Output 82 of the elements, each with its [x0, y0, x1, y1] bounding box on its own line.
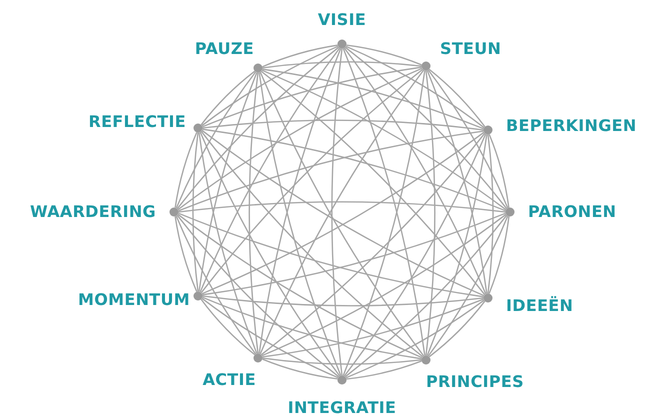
- connector-line: [248, 72, 259, 354]
- connector-line: [344, 134, 486, 376]
- node-label: PAUZE: [194, 41, 254, 57]
- node-dot: [254, 354, 262, 362]
- connector-line: [487, 134, 494, 294]
- node-label: INTEGRATIE: [288, 400, 396, 416]
- node-label: WAARDERING: [30, 204, 156, 220]
- connector-line: [200, 70, 256, 126]
- connector-line: [176, 216, 256, 354]
- connector-line: [425, 70, 436, 356]
- node-label: MOMENTUM: [78, 292, 190, 308]
- node-dot: [254, 64, 262, 72]
- connector-line: [428, 300, 486, 358]
- connector-line: [344, 48, 486, 294]
- connector-line: [428, 68, 486, 128]
- connector-line: [178, 201, 506, 213]
- connector-line: [346, 46, 484, 128]
- node-label: STEUN: [440, 41, 502, 57]
- connector-line: [200, 298, 256, 356]
- connector-line: [428, 70, 508, 208]
- connector-line: [202, 298, 338, 378]
- connector-line: [202, 120, 484, 131]
- connector-line: [488, 134, 510, 208]
- connector-line: [260, 132, 486, 356]
- node-dot: [194, 124, 202, 132]
- connector-line: [178, 68, 422, 210]
- connector-line: [344, 214, 508, 378]
- node-dot: [338, 376, 346, 384]
- connector-line: [262, 358, 338, 380]
- connector-line: [344, 46, 508, 210]
- node-dot: [422, 62, 430, 70]
- node-label: VISIE: [318, 12, 366, 28]
- connector-line: [202, 128, 506, 212]
- connector-line: [202, 212, 506, 296]
- connector-line: [262, 44, 338, 68]
- node-dot: [484, 126, 492, 134]
- connector-line: [202, 66, 422, 128]
- connector-line: [262, 214, 506, 356]
- connector-line: [262, 70, 506, 210]
- node-dot: [506, 208, 514, 216]
- connector-line: [202, 295, 484, 306]
- connector-line: [200, 48, 340, 292]
- connector-line: [176, 46, 340, 210]
- connector-line: [346, 360, 422, 380]
- connector-line: [178, 130, 484, 212]
- connector-line: [192, 132, 199, 292]
- node-dot: [194, 292, 202, 300]
- connector-line: [346, 44, 422, 66]
- connector-line: [174, 216, 198, 292]
- node-label: PRINCIPES: [426, 374, 524, 390]
- connector-line: [346, 300, 484, 378]
- connector-line: [200, 68, 424, 294]
- connector-line: [200, 130, 424, 358]
- connector-line: [176, 214, 340, 378]
- node-label: IDEEËN: [506, 298, 574, 314]
- connector-line: [262, 61, 422, 69]
- connector-line: [331, 48, 343, 376]
- connector-line: [176, 72, 256, 208]
- connector-line: [200, 132, 340, 376]
- connector-line: [488, 216, 510, 294]
- connector-line: [198, 72, 258, 292]
- node-label: BEPERKINGEN: [506, 118, 637, 134]
- connector-line: [260, 70, 486, 296]
- connector-line: [198, 132, 258, 354]
- connector-line: [426, 70, 488, 294]
- node-dot: [484, 294, 492, 302]
- node-dot: [170, 208, 178, 216]
- node-dot: [338, 40, 346, 48]
- connector-line: [428, 216, 508, 356]
- connector-line: [178, 212, 484, 298]
- connector-line: [178, 214, 422, 358]
- node-label: PARONEN: [528, 204, 616, 220]
- node-label: REFLECTIE: [88, 114, 186, 130]
- node-dot: [422, 356, 430, 364]
- connector-line: [426, 134, 488, 356]
- connector-line: [202, 296, 422, 360]
- node-label: ACTIE: [202, 372, 256, 388]
- connector-line: [262, 298, 484, 358]
- connector-line: [174, 132, 198, 208]
- connector-line: [262, 68, 484, 130]
- connector-line: [202, 46, 338, 126]
- connector-line: [262, 357, 422, 365]
